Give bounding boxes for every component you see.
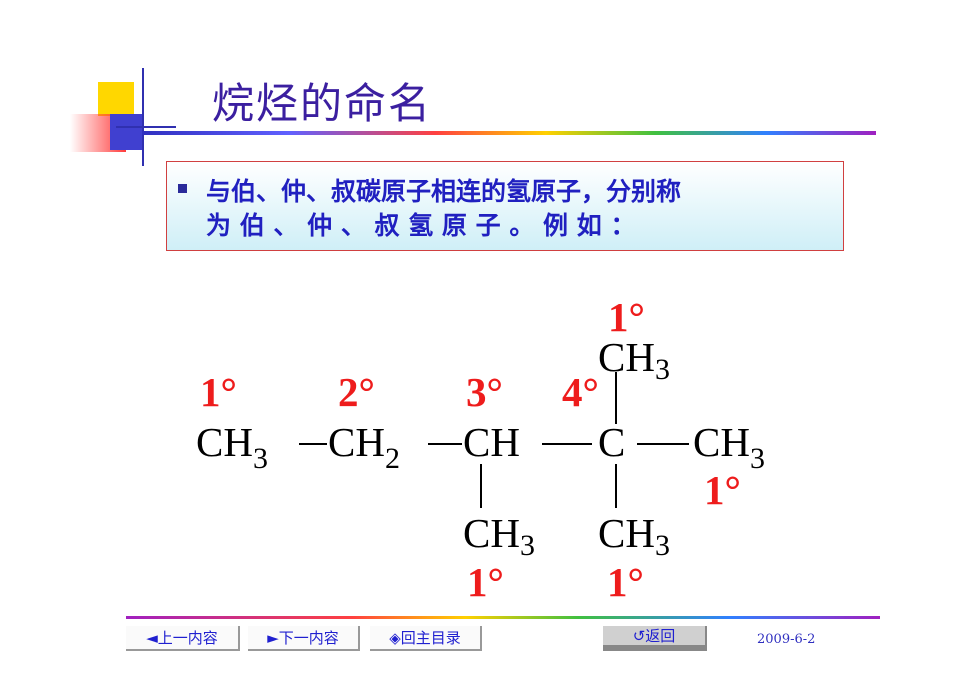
bond-3 (542, 443, 592, 445)
footer-divider (126, 616, 880, 619)
bullet-icon (178, 184, 187, 193)
group-ch3-bottom-right: CH3 (598, 510, 670, 562)
group-ch3-top: CH3 (598, 334, 670, 386)
logo-decoration (70, 68, 180, 168)
page-title: 烷烃的命名 (212, 79, 433, 128)
group-c: C (598, 419, 626, 465)
degree-label-c4: 4° (562, 369, 599, 415)
degree-label-bottom-left-methyl: 1° (467, 559, 504, 605)
group-ch3-right: CH3 (693, 419, 765, 475)
group-ch2: CH2 (328, 419, 400, 475)
group-ch: CH (463, 419, 520, 465)
degree-label-c3: 3° (466, 369, 503, 415)
next-content-button[interactable]: ►下一内容 (248, 626, 360, 651)
back-button[interactable]: ↺返回 (603, 626, 707, 651)
title-divider (142, 131, 876, 135)
home-menu-button[interactable]: ◈回主目录 (370, 626, 482, 651)
definition-line-2: 为 伯 、 仲 、 叔 氢 原 子 。 例 如 ： (206, 211, 636, 240)
definition-line-1: 与伯、仲、叔碳原子相连的氢原子，分别称 (206, 177, 682, 206)
definition-box (166, 161, 844, 251)
prev-content-button[interactable]: ◄上一内容 (126, 626, 240, 651)
bond-4 (637, 443, 689, 445)
degree-label-top-methyl: 1° (608, 294, 645, 340)
degree-label-right-methyl: 1° (704, 467, 741, 513)
date-label: 2009-6-2 (757, 632, 816, 647)
bond-top (615, 372, 617, 424)
degree-label-c2: 2° (338, 369, 375, 415)
degree-label-c1: 1° (200, 369, 237, 415)
group-ch3-left: CH3 (196, 419, 268, 475)
group-ch3-bottom-left: CH3 (463, 510, 535, 562)
degree-label-bottom-right-methyl: 1° (607, 559, 644, 605)
bond-1 (299, 443, 327, 445)
bond-bottom-left (480, 464, 482, 508)
bond-bottom-right (615, 464, 617, 508)
bond-2 (428, 443, 462, 445)
